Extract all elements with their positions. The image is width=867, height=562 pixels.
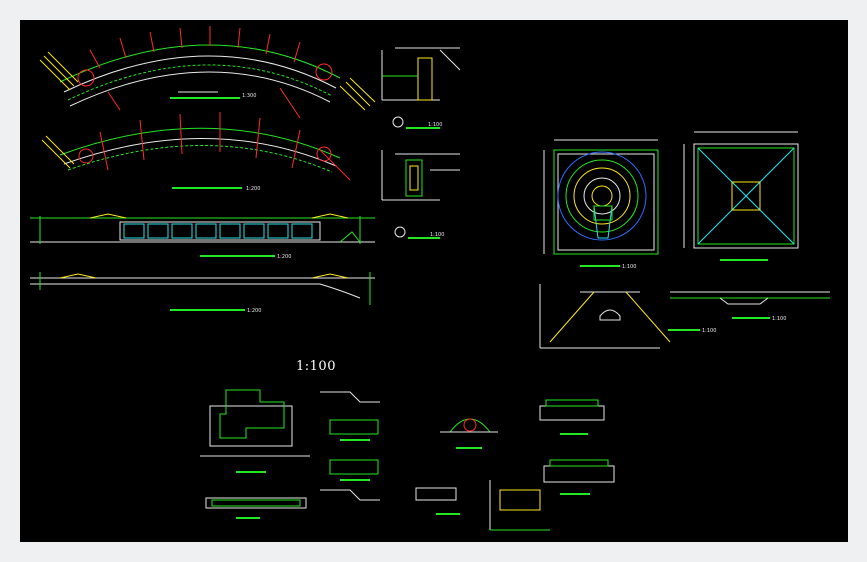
curved-corridor-plan [39, 26, 376, 119]
fountain-section-scale-text: 1:100 [772, 316, 786, 322]
nozzle-detail [415, 418, 498, 515]
fountain-top-plan [683, 131, 799, 261]
detail-a-scale-text: 1:100 [428, 122, 442, 128]
cad-linework: 1:300 1:200 1:200 1:200 1:100 1:100 1:10… [30, 26, 830, 531]
plan-scale-text: 1:300 [242, 93, 256, 99]
pool-plan-detail [200, 389, 310, 473]
drain-detail [489, 480, 550, 531]
fountain-plan-scale-text: 1:100 [622, 264, 636, 270]
fountain-plan [543, 139, 659, 267]
detail-b-scale-text: 1:100 [430, 232, 444, 238]
fountain-elevation-scale-text: 1:100 [702, 328, 716, 334]
curved-corridor-section-plan [41, 112, 351, 189]
fountain-elevation [539, 284, 700, 349]
pool-edge-section [205, 497, 307, 519]
steps-section-details [320, 391, 380, 501]
planter-section-a [539, 399, 605, 435]
wall-section-detail-b [381, 150, 460, 239]
elevation-a-scale-text: 1:200 [277, 254, 291, 260]
wall-section-detail-a [381, 47, 461, 129]
planter-section-b [543, 459, 615, 495]
corridor-elevation-front [30, 213, 375, 257]
overall-scale-label: 1:100 [296, 359, 336, 374]
elevation-b-scale-text: 1:200 [247, 308, 261, 314]
fountain-section [670, 291, 830, 319]
section-plan-scale-text: 1:200 [246, 186, 260, 192]
cad-drawing-canvas[interactable]: 1:300 1:200 1:200 1:200 1:100 1:100 1:10… [20, 20, 848, 542]
corridor-elevation-side [30, 272, 375, 311]
